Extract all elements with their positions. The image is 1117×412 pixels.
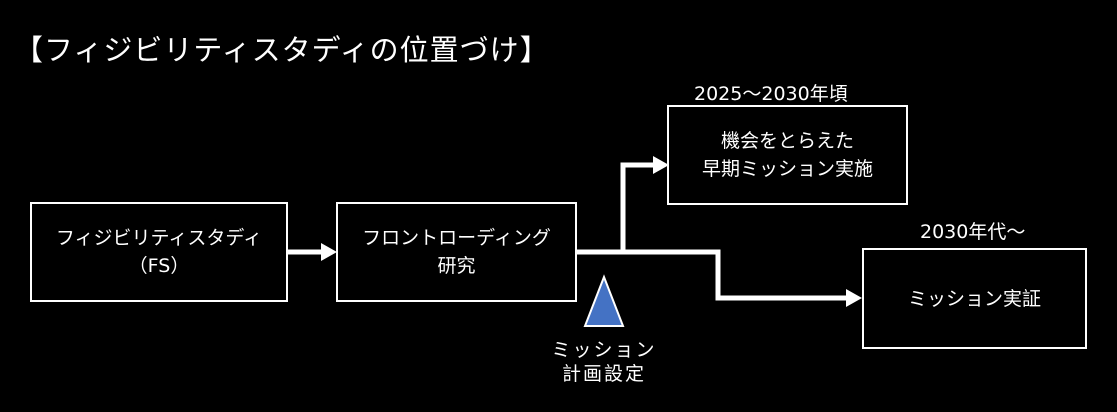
later-timing-label: 2030年代～ [920, 221, 1026, 243]
fs-box: フィジビリティスタディ （FS） [30, 202, 288, 302]
early-mission-box-line1: 機会をとらえた [720, 130, 854, 152]
frontloading-box-line2: 研究 [437, 255, 476, 277]
arrowhead-frontloading-to-early [653, 156, 669, 174]
milestone-label: ミッション 計画設定 [544, 338, 664, 386]
fs-box-line2: （FS） [128, 255, 190, 277]
arrowhead-fs-to-frontloading [321, 243, 337, 261]
milestone-label-line1: ミッション [551, 339, 657, 361]
early-timing-label: 2025～2030年頃 [694, 83, 848, 105]
early-mission-box: 機会をとらえた 早期ミッション実施 [667, 105, 908, 205]
frontloading-box-line1: フロントローディング [362, 227, 551, 249]
mission-demo-box: ミッション実証 [862, 248, 1087, 349]
arrow-frontloading-to-demo [576, 249, 848, 301]
page-title: 【フィジビリティスタディの位置づけ】 [14, 33, 550, 67]
mission-demo-box-line1: ミッション実証 [907, 287, 1041, 310]
arrowhead-frontloading-to-demo [846, 289, 862, 307]
early-mission-box-line2: 早期ミッション実施 [701, 158, 873, 180]
arrow-frontloading-to-early [620, 162, 655, 252]
milestone-triangle [583, 274, 625, 327]
milestone-label-line2: 計画設定 [561, 363, 646, 385]
frontloading-box: フロントローディング 研究 [336, 202, 577, 302]
fs-box-line1: フィジビリティスタディ [55, 227, 263, 249]
